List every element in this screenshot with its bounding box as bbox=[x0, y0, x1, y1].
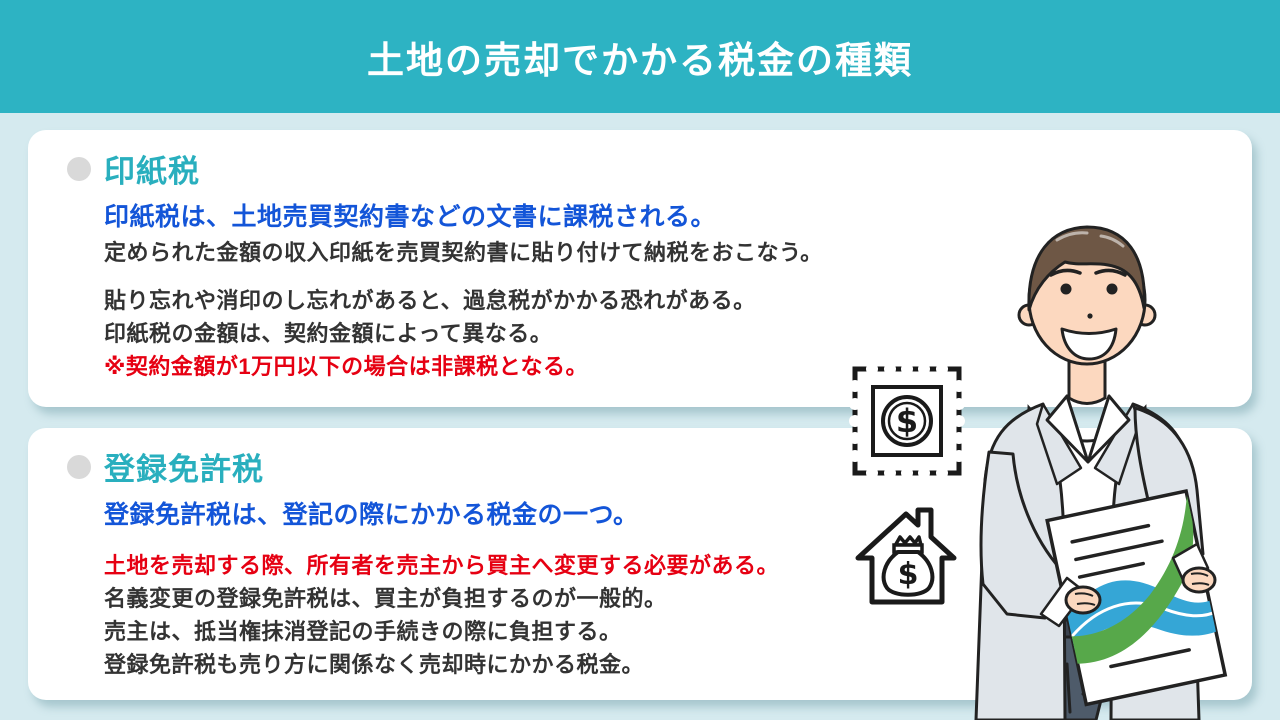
body-sentence: 印紙税の金額は、契約金額によって異なる。 bbox=[104, 321, 553, 346]
dollar-sign: $ bbox=[896, 402, 918, 440]
body-sentence: 登録免許税も売り方に関係なく売却時にかかる税金。 bbox=[104, 652, 645, 677]
body-sentence: 売主は、抵当権抹消登記の手続きの際に負担する。 bbox=[104, 619, 622, 644]
card-heading: 印紙税 bbox=[104, 154, 200, 189]
left-hand bbox=[1064, 585, 1102, 615]
body-sentence: 定められた金額の収入印紙を売買契約書に貼り付けて納税をおこなう。 bbox=[104, 240, 823, 265]
head bbox=[1017, 225, 1157, 366]
card-heading-row: 印紙税 bbox=[67, 146, 1232, 191]
page-title: 土地の売却でかかる税金の種類 bbox=[367, 39, 913, 81]
lead-sentence: 印紙税は、土地売買契約書などの文書に課税される。 bbox=[104, 203, 717, 231]
right-hand bbox=[1181, 566, 1217, 594]
card-heading: 登録免許税 bbox=[104, 452, 264, 487]
body-sentence: 貼り忘れや消印のし忘れがあると、過怠税がかかる恐れがある。 bbox=[104, 288, 756, 313]
card-text-block: 登録免許税は、登記の際にかかる税金の一つ。 土地を売却する際、所有者を売主から買… bbox=[67, 496, 1232, 681]
bullet-icon bbox=[67, 156, 91, 181]
note-sentence: 土地を売却する際、所有者を売主から買主へ変更する必要がある。 bbox=[104, 553, 780, 578]
document-with-chart bbox=[1045, 488, 1228, 707]
bullet-icon bbox=[67, 454, 91, 479]
stamp-dollar-icon: $ bbox=[849, 363, 965, 479]
title-bar: 土地の売却でかかる税金の種類 bbox=[0, 0, 1280, 113]
card-text-block: 印紙税は、土地売買契約書などの文書に課税される。 定められた金額の収入印紙を売買… bbox=[67, 198, 1232, 383]
lead-sentence: 登録免許税は、登記の際にかかる税金の一つ。 bbox=[104, 501, 639, 529]
card-heading-row: 登録免許税 bbox=[67, 444, 1232, 489]
businessman-presenter-illustration bbox=[974, 225, 1228, 720]
body-sentence: 名義変更の登録免許税は、買主が負担するのが一般的。 bbox=[104, 586, 667, 611]
money-bag: $ bbox=[881, 535, 935, 597]
note-sentence: ※契約金額が1万円以下の場合は非課税となる。 bbox=[104, 354, 588, 379]
house-money-bag-icon: $ bbox=[855, 507, 957, 605]
dollar-sign: $ bbox=[898, 557, 919, 592]
